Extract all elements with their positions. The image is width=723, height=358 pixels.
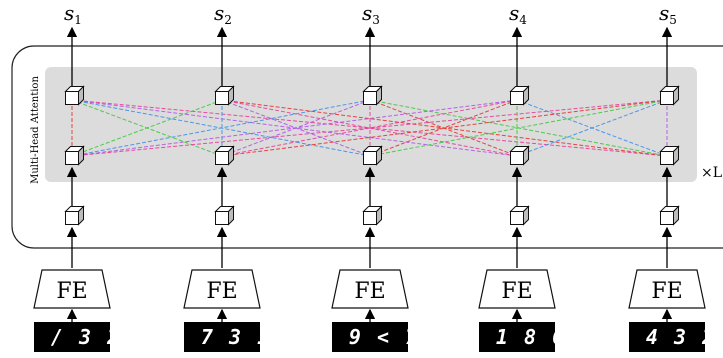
feature-extractor-label: FE <box>354 279 385 304</box>
attention-output-cube <box>214 85 235 106</box>
embedding-cube <box>509 205 530 226</box>
input-digits: 2 4 3 2 <box>617 325 716 349</box>
feature-extractor-label: FE <box>56 279 87 304</box>
attention-input-cube <box>362 145 383 166</box>
input-digits: 9 9 < 7 <box>321 325 419 349</box>
input-image <box>629 322 705 352</box>
feature-extractor-box <box>478 269 556 309</box>
feature-extractor-label: FE <box>206 279 237 304</box>
attention-output-cube <box>64 85 85 106</box>
attention-line <box>71 99 371 157</box>
input-digits: 1 / 3 2 <box>23 325 121 349</box>
output-label: s2 <box>214 1 232 27</box>
attention-line <box>71 99 668 157</box>
attention-line <box>221 99 518 157</box>
transformer-block <box>11 45 723 249</box>
attention-line <box>221 99 668 157</box>
output-label: s5 <box>659 1 677 27</box>
attention-line <box>516 99 668 157</box>
attention-connections <box>71 99 668 157</box>
attention-line <box>369 99 668 157</box>
attention-panel <box>45 67 697 182</box>
output-label: s1 <box>64 1 82 27</box>
attention-line <box>71 99 668 157</box>
attention-input-cube <box>214 145 235 166</box>
embedding-cube <box>659 205 680 226</box>
output-label: s3 <box>362 1 380 27</box>
output-label: s4 <box>509 1 527 27</box>
feature-extractor-box <box>33 269 111 309</box>
attention-output-cube <box>659 85 680 106</box>
attention-input-cube <box>509 145 530 166</box>
attention-output-cube <box>509 85 530 106</box>
input-image <box>34 322 110 352</box>
attention-label: Multi-Head Attention <box>30 76 41 184</box>
repeat-label: ×L <box>701 165 722 181</box>
embedding-cube <box>64 205 85 226</box>
feature-extractor-label: FE <box>501 279 532 304</box>
attention-output-cube <box>362 85 383 106</box>
feature-extractor-box <box>628 269 706 309</box>
input-image <box>184 322 260 352</box>
input-image <box>479 322 555 352</box>
attention-line <box>71 99 223 157</box>
attention-input-cube <box>659 145 680 166</box>
embedding-cube <box>214 205 235 226</box>
input-digits: 4 1 8 6 <box>468 325 566 349</box>
feature-extractor-box <box>183 269 261 309</box>
feature-extractor-box <box>331 269 409 309</box>
attention-input-cube <box>64 145 85 166</box>
input-image <box>332 322 408 352</box>
input-digits: 3 7 3 1 <box>172 325 271 349</box>
embedding-cube <box>362 205 383 226</box>
feature-extractor-label: FE <box>651 279 682 304</box>
attention-line <box>71 99 518 157</box>
